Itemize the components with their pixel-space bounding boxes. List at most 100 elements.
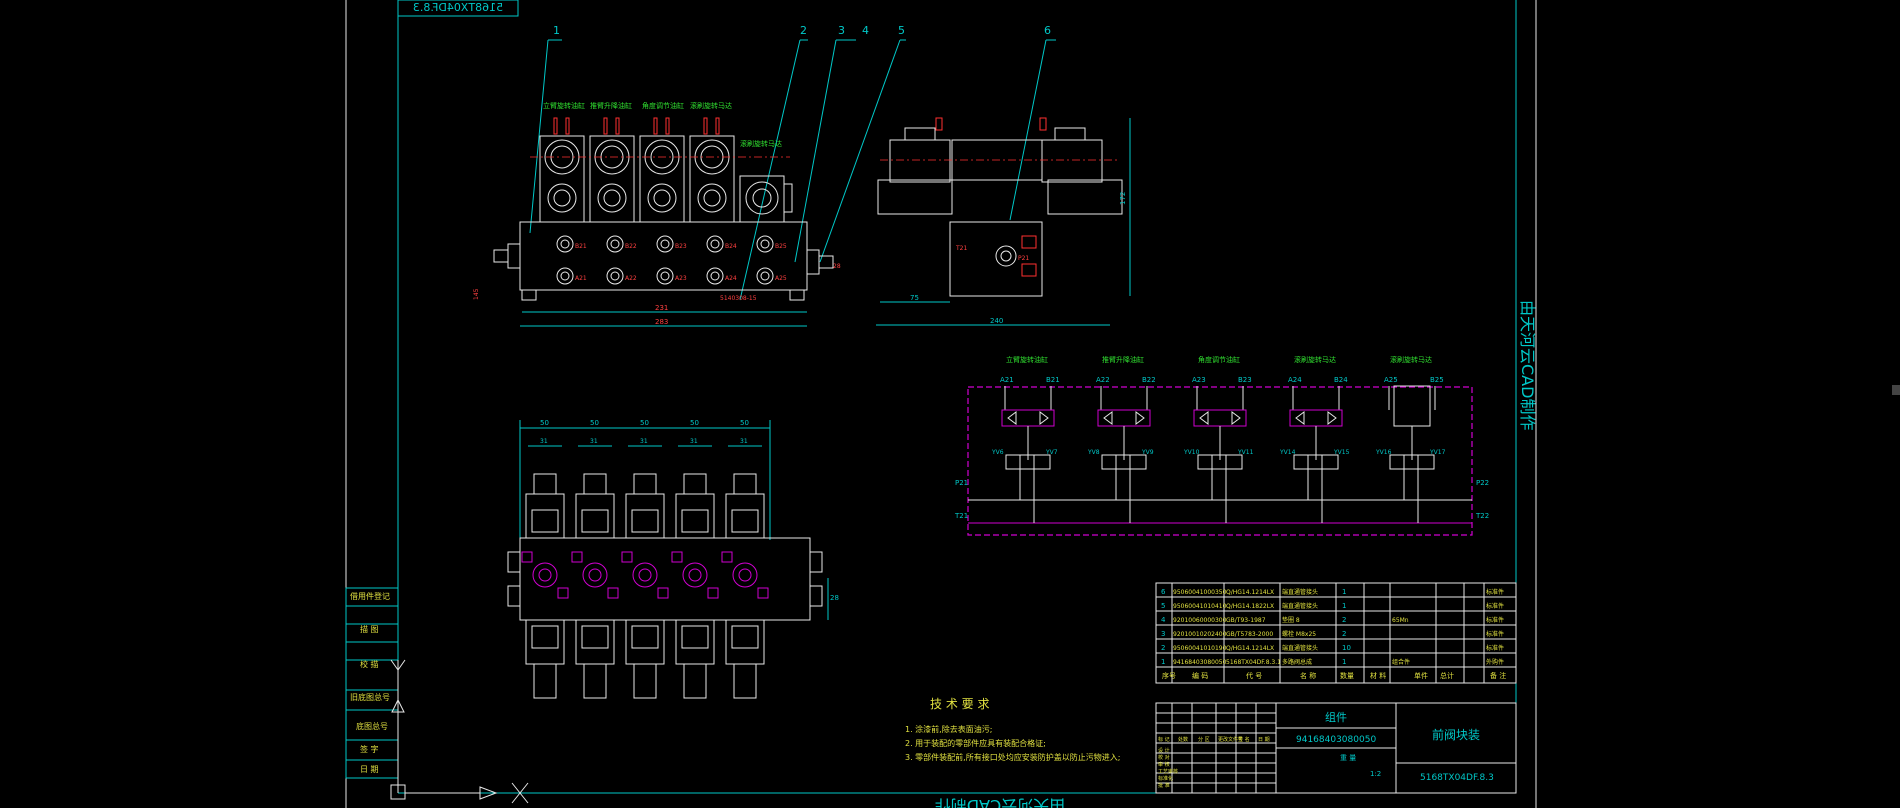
parts-row-no: 3 [1161,630,1165,638]
svg-text:5168TX04DF.8.3: 5168TX04DF.8.3 [413,1,503,14]
parts-row-code: 95060041000350 [1173,589,1227,596]
parts-row-name: 端直通管接头 [1282,602,1318,610]
strip-row-4: 底图总号 [356,721,388,731]
sch-port-a-0: A21 [1000,376,1014,384]
parts-row-qty: 2 [1342,630,1346,638]
front-port-a-4: A25 [775,275,787,282]
tb-drawing-name: 前阀块装 [1432,727,1480,742]
sheet-border [345,0,1537,808]
front-port-b-4: B25 [775,243,787,250]
plan-dim-pitch-1: 50 [590,419,599,427]
tb-row-label-3: 更改文件号 [1218,736,1243,743]
plan-dim-pitch-4: 50 [740,419,749,427]
parts-row-no: 4 [1161,616,1166,624]
parts-row-code: 95060041010410 [1173,603,1227,610]
parts-header-3: 名 称 [1300,671,1316,680]
sch-label-0: 立臂旋转油缸 [1006,355,1048,364]
sch-port-b-4: B25 [1430,376,1444,384]
plan-dim-coil-1: 31 [590,438,598,445]
sch-label-4: 滚刷旋转马达 [1390,355,1432,364]
front-view: 1 2 3 4 5 立臂旋转油缸 推臂升降油缸 角度调节油缸 滚刷旋转马达 滚刷… [473,24,906,327]
front-port-a-0: A21 [575,275,587,282]
parts-row-remark: 标准件 [1486,616,1504,624]
strip-row-6: 日 期 [360,765,379,774]
sch-label-3: 滚刷旋转马达 [1294,355,1336,364]
tb-sign-label-0: 设 计 [1158,747,1170,754]
parts-row-material: 组合件 [1392,658,1410,666]
callout-4: 4 [862,24,869,37]
tb-scale: 1:2 [1370,770,1381,778]
callout-1: 1 [553,24,560,37]
svg-text:145: 145 [473,288,480,300]
svg-text:T21: T21 [954,512,968,520]
tb-sign-label-3: 工艺审核 [1158,768,1178,775]
callout-3: 3 [838,24,845,37]
front-port-b-0: B21 [575,243,587,250]
parts-header-5: 材 料 [1370,671,1386,680]
plan-dim-pitch-2: 50 [640,419,649,427]
callout-2: 2 [800,24,807,37]
parts-row-name: 端直通管接头 [1282,644,1318,652]
parts-row-no: 1 [1161,658,1165,666]
sch-sol-l-1: YV8 [1087,449,1100,456]
sch-port-a-2: A23 [1192,376,1206,384]
parts-row-no: 2 [1161,644,1165,652]
sch-port-a-4: A25 [1384,376,1398,384]
strip-row-1: 描 图 [360,624,379,634]
parts-row-code: 94168403080050 [1173,659,1227,666]
parts-header-2: 代 号 [1246,671,1262,680]
parts-header-7: 总计 [1440,671,1454,680]
sch-port-a-3: A24 [1288,376,1302,384]
parts-row-std: 5168TX04DF.8.3.1 [1226,659,1281,666]
parts-row-code: 92010060000300 [1173,617,1227,624]
parts-row-name: 端直通管接头 [1282,588,1318,596]
parts-row-std: Q/HG14.1214LX [1226,645,1274,652]
sch-label-1: 推臂升降油缸 [1102,355,1144,364]
svg-text:75: 75 [910,294,919,302]
sch-port-b-2: B23 [1238,376,1252,384]
front-label-0: 立臂旋转油缸 [543,101,585,110]
parts-row-no: 5 [1161,602,1165,610]
parts-row-material: 65Mn [1392,617,1409,624]
plan-dim-pitch-0: 50 [540,419,549,427]
tech-requirements: 技 术 要 求 1. 涂漆前,除去表面油污; 2. 用于装配的零部件应具有装配合… [905,697,1120,762]
strip-row-2: 校 描 [360,659,379,669]
right-watermark: 由天河云CAD制作 [1518,300,1537,430]
parts-row-qty: 1 [1342,658,1346,666]
parts-row-remark: 外购件 [1486,658,1504,666]
svg-text:P22: P22 [1476,479,1489,487]
svg-text:172: 172 [1119,192,1127,205]
sch-sol-l-3: YV14 [1279,449,1296,456]
parts-header-1: 编 码 [1192,671,1208,680]
plan-dim-coil-4: 31 [740,438,748,445]
svg-text:P21: P21 [1018,255,1029,262]
strip-row-0: 借用件登记 [350,591,390,601]
front-port-b-2: B23 [675,243,687,250]
sch-port-a-1: A22 [1096,376,1110,384]
sch-sol-r-4: YV17 [1429,449,1446,456]
tb-row-label-1: 处数 [1178,736,1188,743]
parts-row-qty: 1 [1342,588,1346,596]
sch-sol-r-3: YV15 [1333,449,1350,456]
sch-sol-r-1: YV9 [1141,449,1154,456]
front-port-a-1: A22 [625,275,637,282]
svg-text:5140308-15: 5140308-15 [720,295,757,302]
tb-sign-label-1: 校 对 [1158,754,1170,761]
svg-text:231: 231 [655,304,668,312]
svg-text:T22: T22 [1475,512,1489,520]
parts-row-code: 95060041010190 [1173,645,1227,652]
sch-label-2: 角度调节油缸 [1198,355,1240,364]
parts-row-no: 6 [1161,588,1166,596]
tb-code: 94168403080050 [1296,735,1376,745]
tb-row-label-0: 标 记 [1158,736,1170,743]
canvas-scroll-handle[interactable] [1892,385,1900,395]
plan-dim-coil-3: 31 [690,438,698,445]
parts-row-std: GB/T5783-2000 [1226,631,1273,638]
front-label-1: 推臂升降油缸 [590,101,632,110]
parts-row-qty: 10 [1342,644,1351,652]
parts-row-name: 螺栓 M8x25 [1282,630,1316,638]
strip-row-3: 旧底图总号 [350,692,390,702]
